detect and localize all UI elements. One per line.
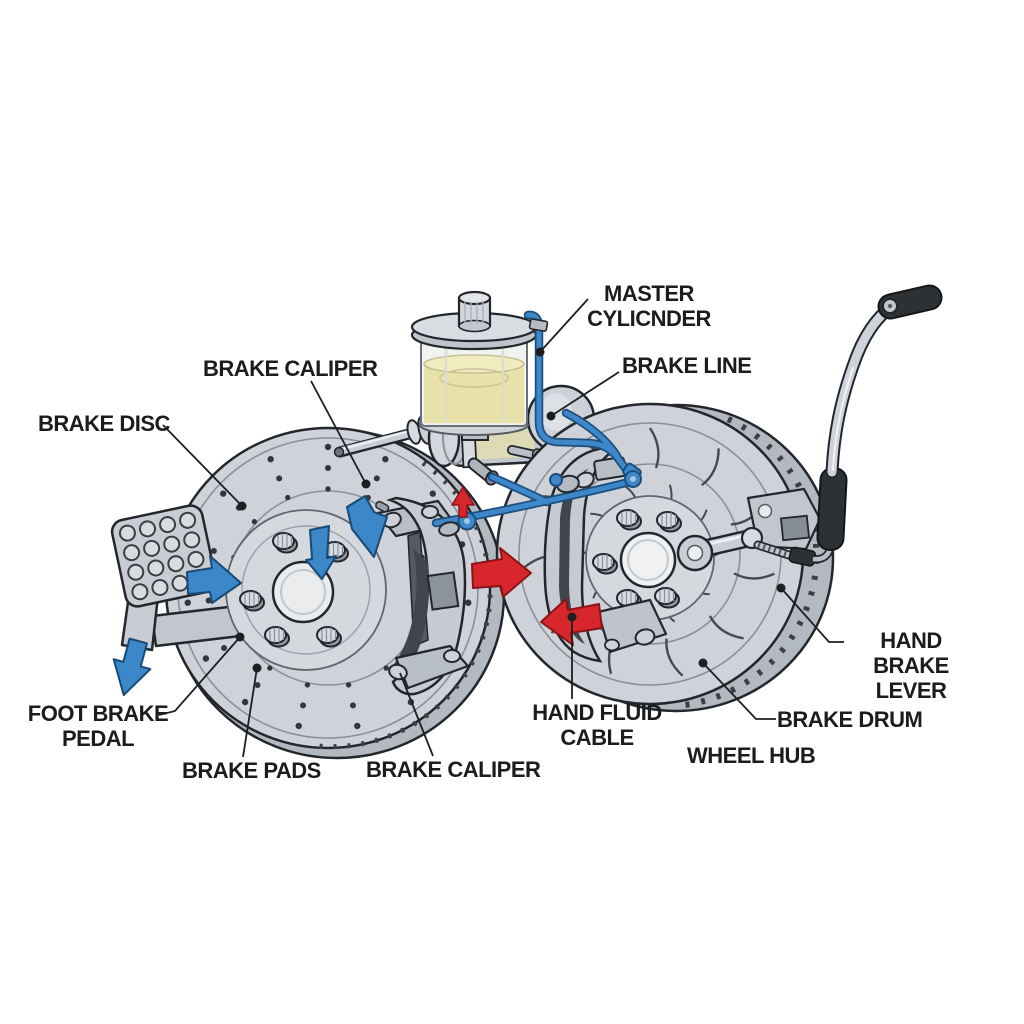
label-brake-caliper-bottom: BRAKE CALIPER bbox=[366, 757, 541, 782]
leader-dots bbox=[235, 347, 786, 673]
label-foot-brake-pedal: FOOT BRAKE PEDAL bbox=[27, 701, 169, 751]
fluid-reservoir bbox=[410, 290, 547, 436]
label-brake-caliper-top: BRAKE CALIPER bbox=[203, 356, 378, 381]
label-wheel-hub: WHEEL HUB bbox=[687, 743, 816, 768]
hand-brake-lever bbox=[816, 284, 943, 552]
hand-brake-assembly bbox=[676, 284, 943, 572]
hydraulic-push-arrow bbox=[471, 547, 532, 598]
reservoir-cap bbox=[457, 290, 492, 333]
label-brake-line: BRAKE LINE bbox=[622, 353, 752, 378]
front-wheel-hub bbox=[225, 509, 387, 671]
label-master-cylinder: MASTER CYLICNDER bbox=[587, 281, 711, 331]
pedal-down-arrow bbox=[112, 637, 152, 697]
rotation-arrow-blue bbox=[305, 525, 337, 580]
pressure-up-arrow bbox=[451, 486, 475, 518]
brake-caliper-front bbox=[375, 496, 470, 696]
label-brake-disc: BRAKE DISC bbox=[38, 411, 170, 436]
label-hand-brake-lever: HAND BRAKE LEVER bbox=[873, 628, 949, 703]
pedal-force-arrow bbox=[186, 555, 242, 604]
brake-lines bbox=[431, 310, 642, 537]
label-hand-fluid-cable: HAND FLUID CABLE bbox=[532, 700, 662, 750]
label-brake-pads: BRAKE PADS bbox=[182, 758, 321, 783]
label-brake-drum: BRAKE DRUM bbox=[777, 707, 923, 732]
master-cylinder bbox=[333, 290, 596, 486]
leader-lines bbox=[158, 298, 844, 758]
caliper-clamp-arrow bbox=[346, 495, 388, 558]
